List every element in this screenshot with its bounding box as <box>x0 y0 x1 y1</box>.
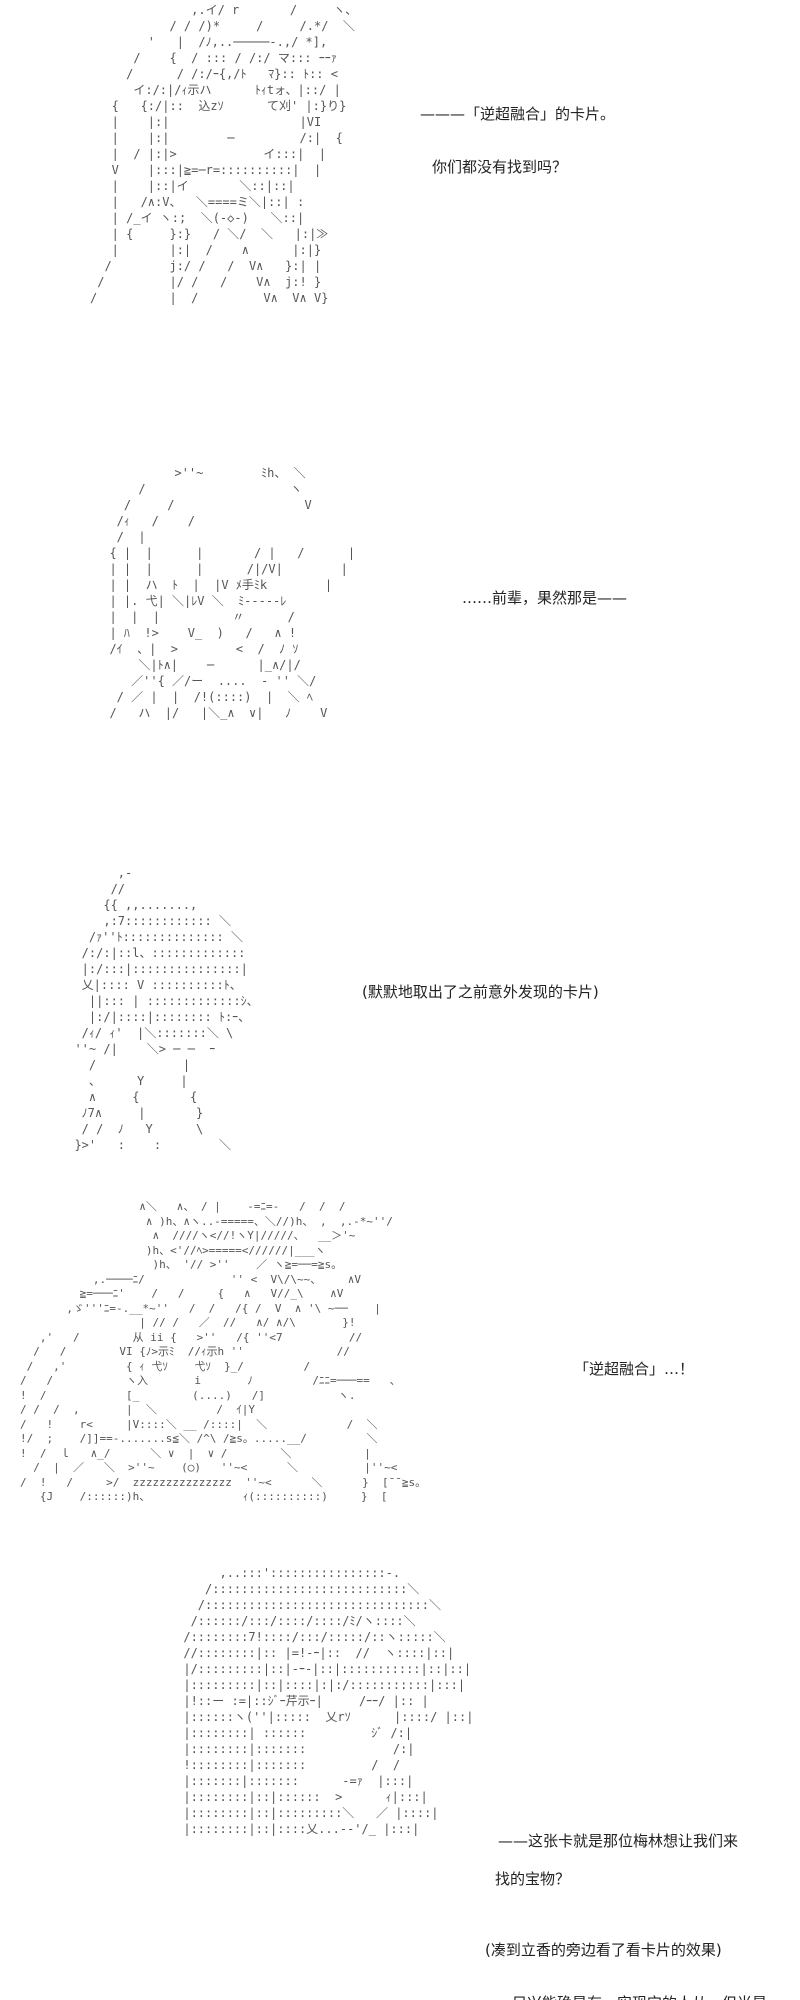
dialogue-line: 只兴能确是有，实现它的人从，但当是 <box>512 1992 767 2000</box>
ascii-art-figure-1: ,.イ/ r / ヽ、 / / /)* / /.*/ ＼ ' | /ﾉ,..──… <box>90 3 358 305</box>
dialogue-line: 「逆超融合」…！ <box>574 1360 695 1378</box>
dialogue-line: ——这张卡就是那位梅林想让我们来 <box>498 1832 739 1850</box>
dialogue-line: ———「逆超融合」的卡片。 <box>420 105 616 123</box>
dialogue-line: 找的宝物？ <box>495 1870 571 1888</box>
clipped-line-wrapper: 只兴能确是有，实现它的人从，但当是 <box>0 1978 800 2000</box>
dialogue-line: (凑到立香的旁边看了看卡片的效果) <box>485 1941 722 1959</box>
ascii-art-figure-2: >''~ ﾐh、 ＼ / ヽ / / V /ｨ / / / | { | | | … <box>109 466 356 720</box>
ascii-art-figure-5: ,..:::'::::::::::::::::-. /:::::::::::::… <box>183 1566 474 1836</box>
dialogue-line: ……前辈，果然那是—— <box>462 589 628 607</box>
ascii-art-figure-3: ,- // {{ ,,......., ,:7:::::::::::: ＼ /ｧ… <box>74 866 259 1152</box>
dialogue-line: (默默地取出了之前意外发现的卡片) <box>362 983 599 1001</box>
dialogue-line: 你们都没有找到吗？ <box>432 158 568 176</box>
ascii-art-figure-4: ∧＼ ∧、 / | -=ﾆ=- / / / ∧ )h、∧ヽ..-=====、＼/… <box>20 1200 427 1503</box>
